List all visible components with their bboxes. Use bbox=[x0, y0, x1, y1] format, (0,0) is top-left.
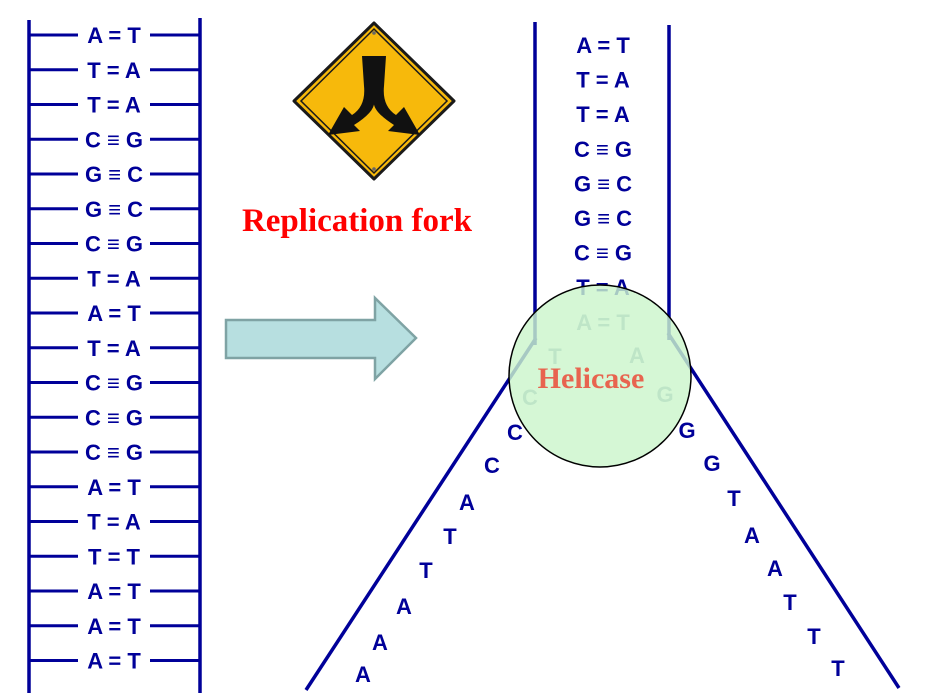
right-strand-base: T bbox=[727, 486, 741, 511]
left-strand-base: A bbox=[355, 662, 371, 687]
stem-base-pair: T = A bbox=[576, 68, 630, 93]
base-pair-row: A = T bbox=[29, 301, 200, 326]
base-pair-label: C ≡ G bbox=[85, 405, 143, 430]
dna-ladder: A = T T = A T = A C ≡ G G ≡ C G ≡ C C ≡ G T = A… bbox=[27, 18, 202, 693]
base-pair-label: T = A bbox=[87, 336, 141, 361]
right-strand-base: T bbox=[831, 656, 845, 681]
stem-base-pair: T = A bbox=[576, 102, 630, 127]
right-strand-base: T bbox=[783, 590, 797, 615]
base-pair-row: C ≡ G bbox=[29, 440, 200, 465]
base-pair-label: T = A bbox=[87, 58, 141, 83]
base-pair-row: A = T bbox=[29, 579, 200, 604]
base-pair-row: C ≡ G bbox=[29, 232, 200, 257]
right-arrow-icon bbox=[224, 295, 418, 383]
left-strand-base: T bbox=[419, 558, 433, 583]
base-pair-row: A = T bbox=[29, 23, 200, 48]
helicase-label: Helicase bbox=[538, 362, 645, 395]
diagram-title: Replication fork bbox=[242, 203, 473, 239]
base-pair-row: C ≡ G bbox=[29, 405, 200, 430]
base-pair-label: C ≡ G bbox=[85, 232, 143, 257]
right-strand-base: A bbox=[767, 556, 783, 581]
stem-base-pair: A = T bbox=[576, 33, 630, 58]
stem-base-pair: C ≡ G bbox=[574, 241, 632, 266]
stem-base-pair: G ≡ C bbox=[574, 171, 632, 196]
base-pair-label: T = A bbox=[87, 93, 141, 118]
base-pair-row: C ≡ G bbox=[29, 371, 200, 396]
left-strand-base: C bbox=[507, 420, 523, 445]
right-strand-backbone bbox=[666, 332, 901, 689]
base-pair-label: C ≡ G bbox=[85, 371, 143, 396]
base-pair-label: C ≡ G bbox=[85, 440, 143, 465]
base-pair-label: A = T bbox=[87, 23, 141, 48]
base-pair-row: G ≡ C bbox=[29, 162, 200, 187]
base-pair-row: A = T bbox=[29, 649, 200, 674]
base-pair-label: G ≡ C bbox=[85, 162, 143, 187]
right-strand-base: G bbox=[678, 418, 695, 443]
left-strand-base: T bbox=[443, 524, 457, 549]
base-pair-row: T = A bbox=[29, 336, 200, 361]
base-pair-row: A = T bbox=[29, 614, 200, 639]
left-strand-base: A bbox=[396, 594, 412, 619]
base-pair-label: T = A bbox=[87, 510, 141, 535]
base-pair-row: A = T bbox=[29, 475, 200, 500]
base-pair-row: T = A bbox=[29, 266, 200, 291]
left-strand-base: C bbox=[484, 453, 500, 478]
base-pair-row: G ≡ C bbox=[29, 197, 200, 222]
base-pair-label: G ≡ C bbox=[85, 197, 143, 222]
right-strand-base: A bbox=[744, 523, 760, 548]
base-pair-label: A = T bbox=[87, 614, 141, 639]
base-pair-row: C ≡ G bbox=[29, 127, 200, 152]
left-strand-base: A bbox=[459, 490, 475, 515]
right-strand-base: T bbox=[807, 624, 821, 649]
base-pair-label: A = T bbox=[87, 301, 141, 326]
base-pair-label: A = T bbox=[87, 579, 141, 604]
left-strand-backbone bbox=[304, 337, 538, 691]
base-pair-label: A = T bbox=[87, 475, 141, 500]
base-pair-row: T = A bbox=[29, 510, 200, 535]
base-pair-label: A = T bbox=[87, 649, 141, 674]
base-pair-label: T = A bbox=[87, 266, 141, 291]
left-strand-base: A bbox=[372, 630, 388, 655]
stem-base-pair: C ≡ G bbox=[574, 137, 632, 162]
base-pair-row: T = A bbox=[29, 93, 200, 118]
right-strand-base: G bbox=[703, 451, 720, 476]
helicase-enzyme bbox=[508, 284, 692, 468]
base-pair-label: C ≡ G bbox=[85, 127, 143, 152]
fork-road-sign-icon bbox=[292, 21, 456, 181]
base-pair-row: T = A bbox=[29, 58, 200, 83]
base-pair-label: T = T bbox=[88, 544, 141, 569]
base-pair-row: T = T bbox=[29, 544, 200, 569]
stem-base-pair: G ≡ C bbox=[574, 206, 632, 231]
